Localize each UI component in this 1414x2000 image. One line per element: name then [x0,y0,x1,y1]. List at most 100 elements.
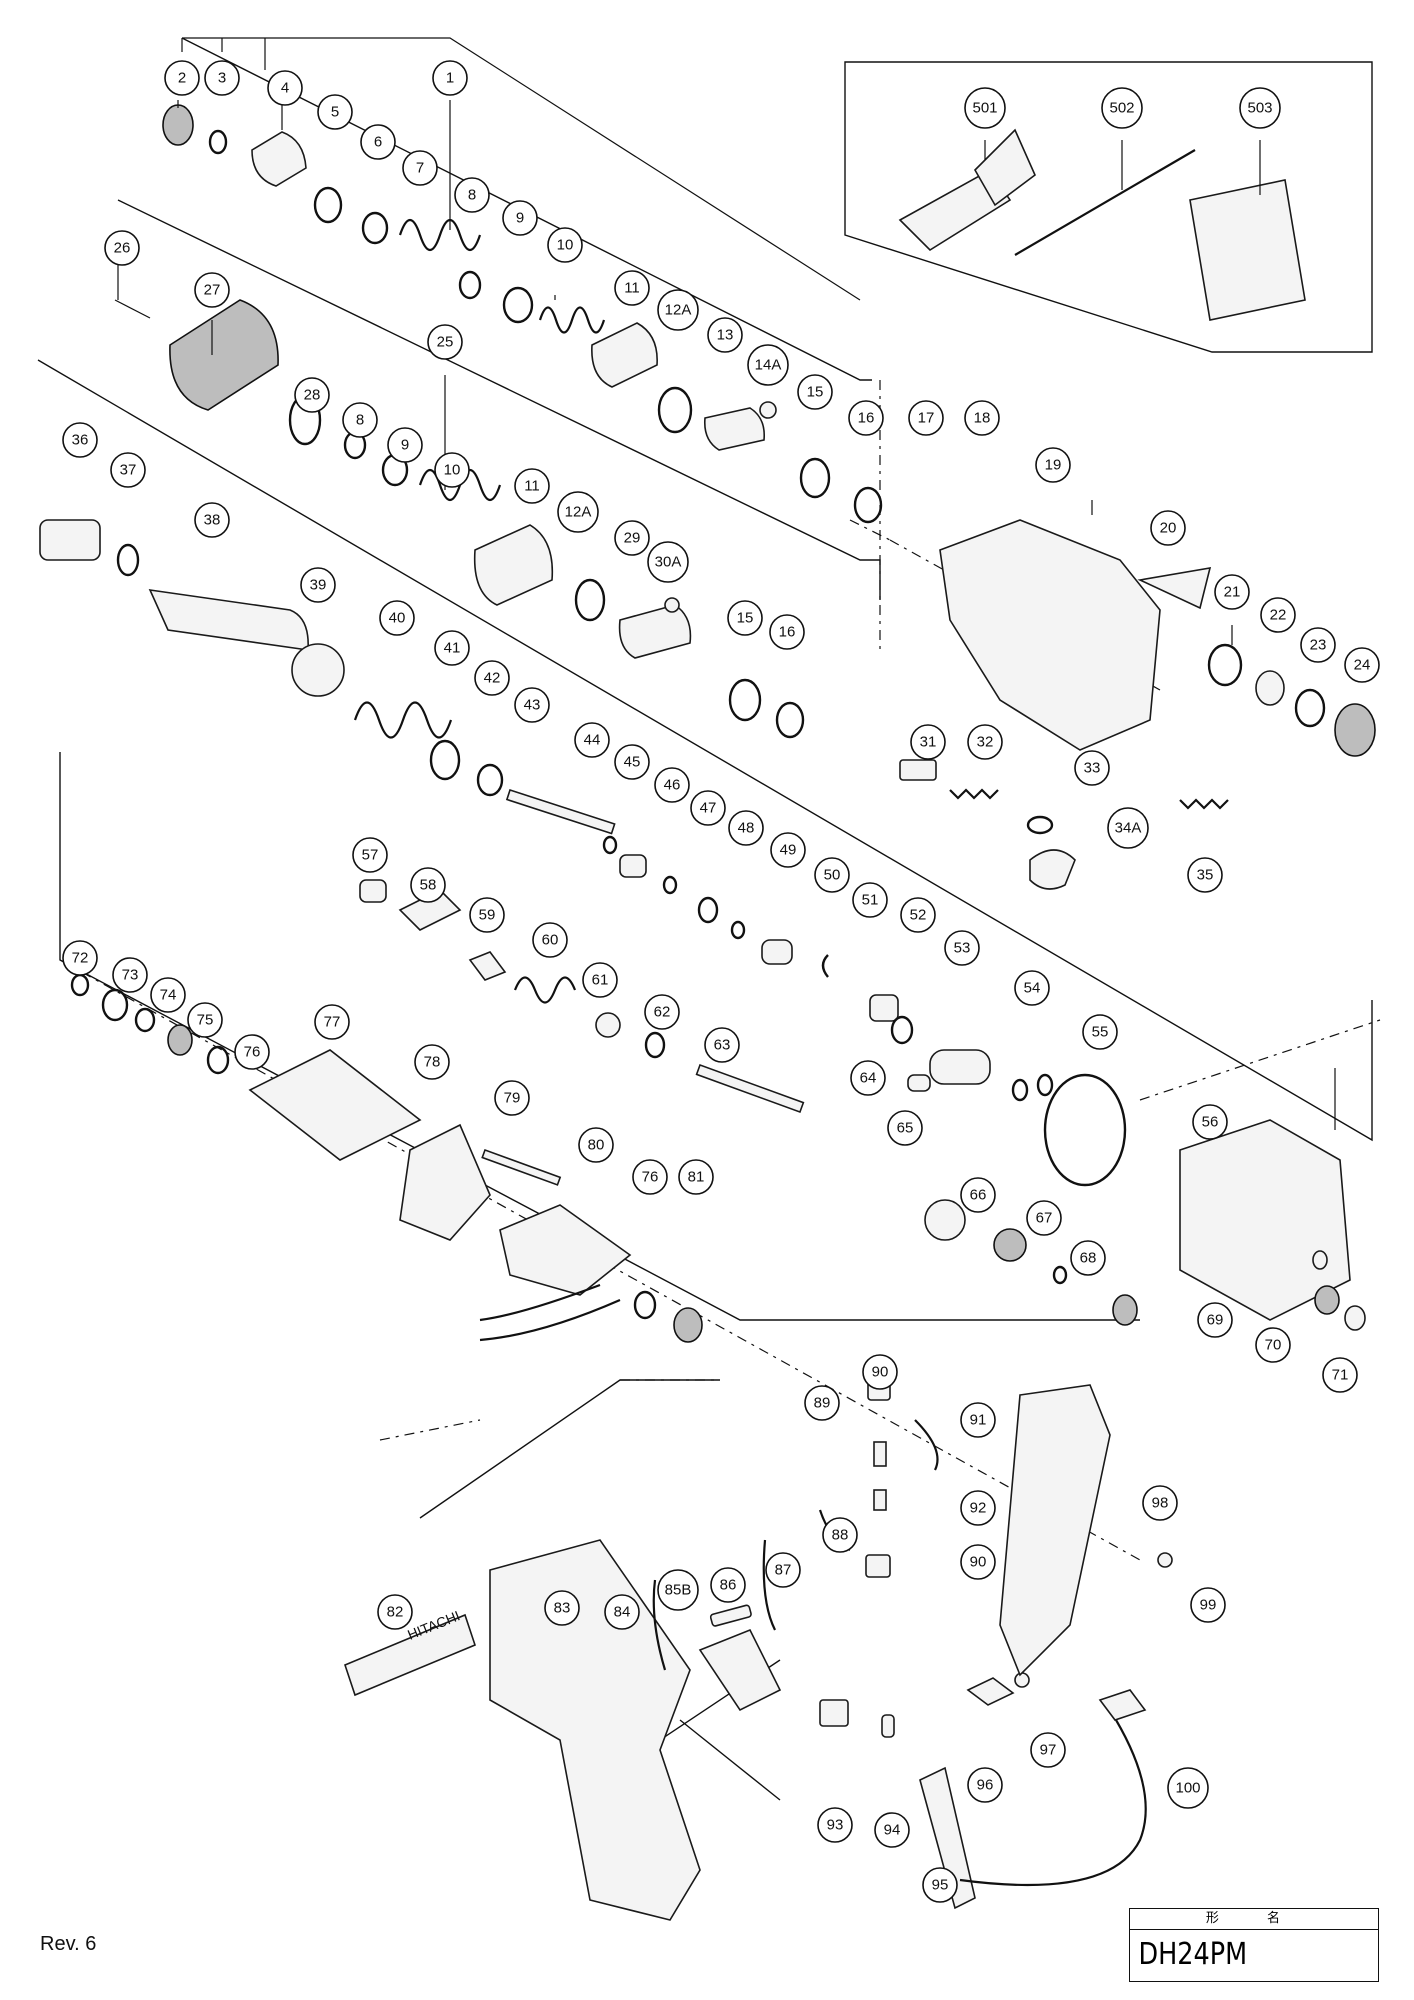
callout-91: 91 [960,1402,996,1438]
model-box: 形 名 DH24PM [1129,1908,1379,1982]
callout-label: 30A [655,554,682,571]
callout-circle [1192,1104,1228,1140]
callout-44: 44 [574,722,610,758]
callout-circle [187,1002,223,1038]
callout-label: 43 [524,697,541,714]
callout-66: 66 [960,1177,996,1213]
callout-circle [434,452,470,488]
callout-label: 16 [779,624,796,641]
revision-label: Rev. 6 [40,1933,97,1955]
callout-label: 9 [401,437,409,454]
callout-100: 100 [1167,1767,1209,1809]
callout-circle [910,724,946,760]
callout-label: 99 [1200,1597,1217,1614]
callout-circle [234,1034,270,1070]
callout-circle [1322,1357,1358,1393]
callout-label: 15 [807,384,824,401]
callout-54: 54 [1014,970,1050,1006]
callout-label: 24 [1354,657,1371,674]
callout-label: 88 [832,1527,849,1544]
callout-label: 76 [244,1044,261,1061]
callout-22: 22 [1260,597,1296,633]
callout-circle [727,600,763,636]
callout-label: 54 [1024,980,1041,997]
callout-3: 3 [204,60,240,96]
callout-circle [804,1385,840,1421]
callout-25: 25 [427,324,463,360]
callout-label: 100 [1175,1780,1200,1797]
callout-circle [1187,857,1223,893]
callout-17: 17 [908,400,944,436]
callout-label: 32 [977,734,994,751]
callout-circle [960,1402,996,1438]
callout-label: 26 [114,240,131,257]
callout-label: 51 [862,892,879,909]
callout-15: 15 [727,600,763,636]
callout-40: 40 [379,600,415,636]
callout-circle [1030,1732,1066,1768]
callout-circle [960,1490,996,1526]
callout-19: 19 [1035,447,1071,483]
callout-circle [547,227,583,263]
callout-label: 57 [362,847,379,864]
callout-circle [502,200,538,236]
callout-circle [964,400,1000,436]
callout-4: 4 [267,70,303,106]
callout-label: 64 [860,1070,877,1087]
callout-label: 502 [1109,100,1134,117]
callout-label: 25 [437,334,454,351]
callout-2: 2 [164,60,200,96]
callout-circle [110,452,146,488]
callout-87: 87 [765,1552,801,1588]
callout-circle [300,567,336,603]
callout-circle [654,767,690,803]
callout-circle [578,1127,614,1163]
callout-82: 82 [377,1594,413,1630]
callout-31: 31 [910,724,946,760]
callout-label: 36 [72,432,89,449]
callout-53: 53 [944,930,980,966]
callout-29: 29 [614,520,650,556]
callout-circle [765,1552,801,1588]
callout-6: 6 [360,124,396,160]
callout-circle [360,124,396,160]
callout-label: 85B [665,1582,692,1599]
callout-circle [850,1060,886,1096]
callout-label: 13 [717,327,734,344]
callout-circle [908,400,944,436]
callout-label: 97 [1040,1742,1057,1759]
callout-label: 7 [416,160,424,177]
callout-circle [317,94,353,130]
callout-92: 92 [960,1490,996,1526]
callout-label: 41 [444,640,461,657]
callout-501: 501 [964,87,1006,129]
callout-76: 76 [632,1159,668,1195]
callout-85B: 85B [657,1569,699,1611]
callout-58: 58 [410,867,446,903]
callout-label: 65 [897,1120,914,1137]
callout-75: 75 [187,1002,223,1038]
callout-label: 40 [389,610,406,627]
callout-label: 58 [420,877,437,894]
callout-circle [1260,597,1296,633]
callout-circle [582,962,618,998]
callout-49: 49 [770,832,806,868]
callout-circle [604,1594,640,1630]
callout-label: 3 [218,70,226,87]
callout-label: 79 [504,1090,521,1107]
callout-79: 79 [494,1080,530,1116]
callout-label: 53 [954,940,971,957]
callout-label: 94 [884,1822,901,1839]
callout-circle [1150,510,1186,546]
callout-74: 74 [150,977,186,1013]
callout-label: 49 [780,842,797,859]
callout-circle [204,60,240,96]
callout-label: 45 [624,754,641,771]
callout-10: 10 [547,227,583,263]
callout-76: 76 [234,1034,270,1070]
callout-8: 8 [342,402,378,438]
callout-41: 41 [434,630,470,666]
callout-label: 21 [1224,584,1241,601]
callout-circle [728,810,764,846]
callout-label: 76 [642,1169,659,1186]
